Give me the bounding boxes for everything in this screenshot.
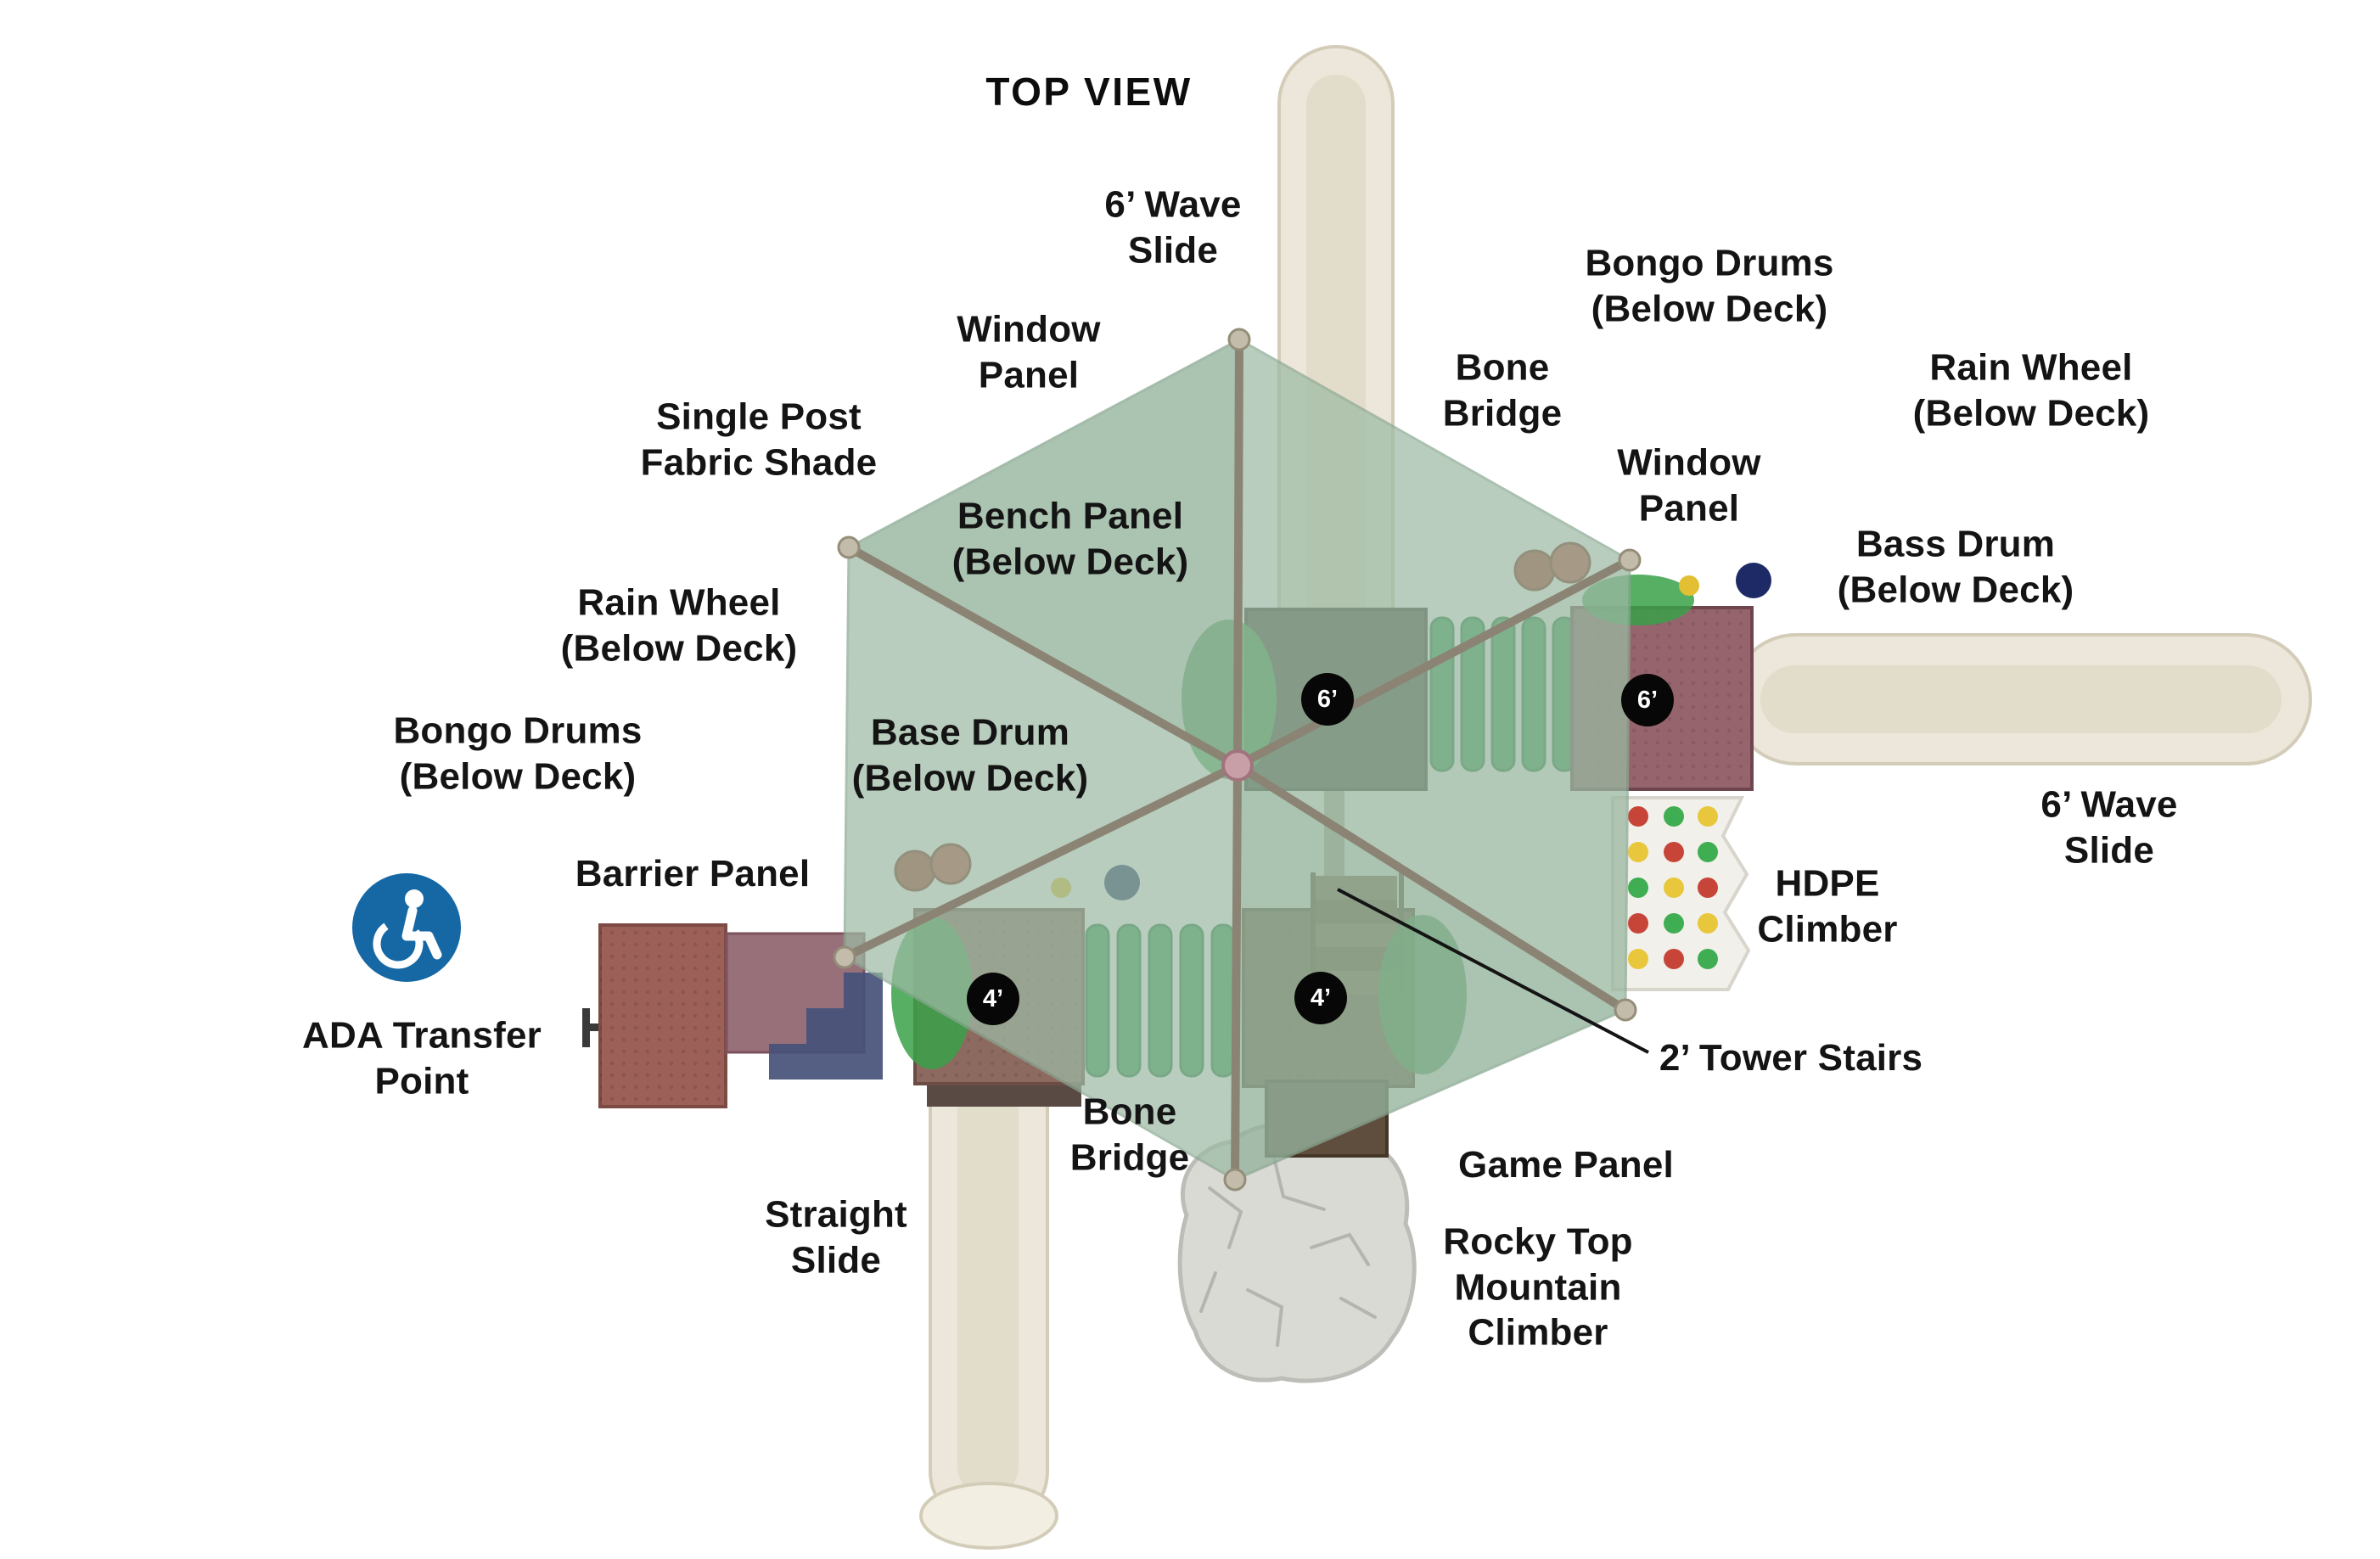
straight-slide-shape xyxy=(919,1027,1058,1550)
label-window-panel-right: Window Panel xyxy=(1617,441,1761,529)
label-rain-wheel-left: Rain Wheel (Below Deck) xyxy=(560,581,798,669)
label-bone-bridge-lower: Bone Bridge xyxy=(1069,1091,1190,1178)
shade-frame-shape xyxy=(833,328,1642,1192)
hdpe-climber-shape xyxy=(1611,796,1751,991)
label-wave-slide-right: 6’ Wave Slide xyxy=(2040,783,2178,871)
deck-badge-6ft-right: 6’ xyxy=(1621,674,1674,726)
label-base-drum: Base Drum (Below Deck) xyxy=(851,711,1089,799)
ada-accessible-icon xyxy=(347,868,466,987)
label-bongo-drums-upper: Bongo Drums (Below Deck) xyxy=(1585,242,1834,329)
ada-transfer-shape xyxy=(582,923,883,1108)
label-bongo-drums-left: Bongo Drums (Below Deck) xyxy=(393,709,643,797)
label-window-panel-upper: Window Panel xyxy=(957,308,1101,395)
label-barrier-panel: Barrier Panel xyxy=(575,853,811,895)
wave-slide-right-shape xyxy=(1730,633,2312,765)
label-tower-stairs: 2’ Tower Stairs xyxy=(1659,1037,1923,1080)
deck-badge-4ft-left: 4’ xyxy=(967,973,1019,1025)
label-straight-slide: Straight Slide xyxy=(765,1193,907,1281)
label-bench-panel: Bench Panel (Below Deck) xyxy=(951,495,1189,582)
label-rocky-top-climber: Rocky Top Mountain Climber xyxy=(1443,1220,1633,1354)
single-post-shape xyxy=(1221,749,1254,782)
label-wave-slide-top: 6’ Wave Slide xyxy=(1104,183,1242,271)
bench-panel-shape xyxy=(927,1085,1081,1107)
deck-badge-4ft-right: 4’ xyxy=(1294,972,1347,1024)
label-ada-transfer-point: ADA Transfer Point xyxy=(302,1014,542,1102)
label-game-panel: Game Panel xyxy=(1458,1144,1674,1186)
label-hdpe-climber: HDPE Climber xyxy=(1757,862,1898,950)
deck-badge-6ft-left: 6’ xyxy=(1301,673,1354,726)
label-bone-bridge-upper: Bone Bridge xyxy=(1442,346,1563,434)
label-single-post-shade: Single Post Fabric Shade xyxy=(640,395,878,483)
label-bass-drum: Bass Drum (Below Deck) xyxy=(1837,523,2074,610)
label-rain-wheel-right: Rain Wheel (Below Deck) xyxy=(1912,346,2150,434)
page-title: TOP VIEW xyxy=(985,70,1193,114)
tower-stairs-leader-line xyxy=(1337,888,1649,1054)
